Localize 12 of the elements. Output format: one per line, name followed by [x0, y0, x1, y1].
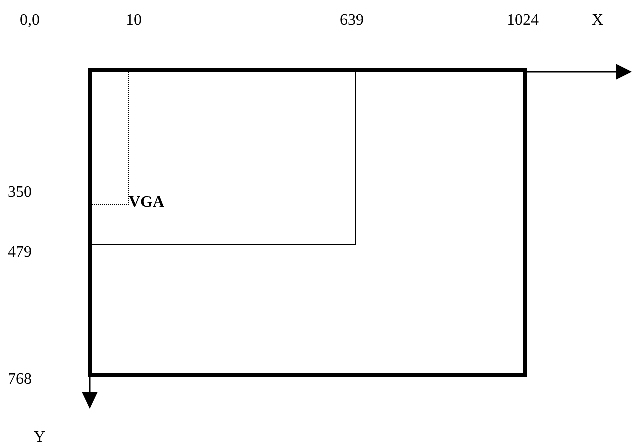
- screen-frame: [88, 68, 527, 377]
- axis-tick-label: 10: [126, 12, 142, 30]
- region-label: VGA: [129, 194, 165, 212]
- axis-tick-label: Y: [34, 429, 46, 446]
- axis-tick-label: 0,0: [20, 12, 40, 30]
- resolution-frame: [90, 70, 356, 245]
- axis-tick-label: 768: [8, 371, 32, 389]
- axis-tick-label: 639: [340, 12, 364, 30]
- axis-tick-label: X: [592, 12, 604, 30]
- axis-tick-label: 350: [8, 184, 32, 202]
- axis-tick-label: 1024: [507, 12, 539, 30]
- axis-tick-label: 479: [8, 244, 32, 262]
